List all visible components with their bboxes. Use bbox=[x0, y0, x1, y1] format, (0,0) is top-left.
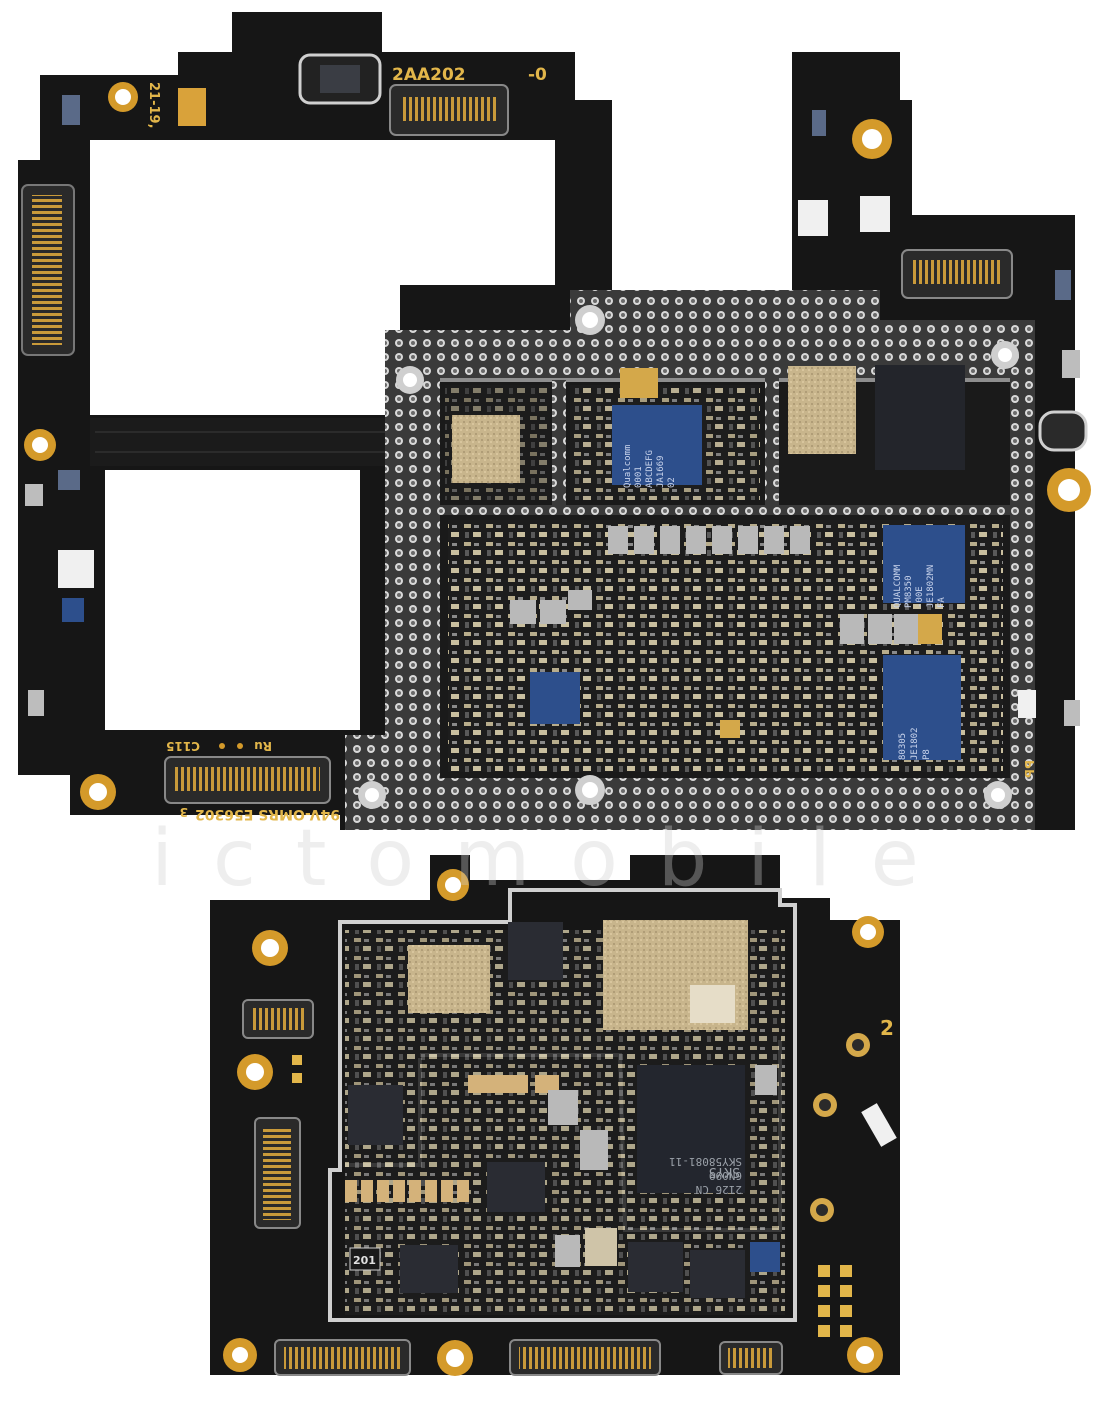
rf-label-3: 6N099 bbox=[709, 1169, 742, 1182]
upper-white-block-2 bbox=[860, 196, 890, 232]
watermark: ictomobile bbox=[151, 814, 958, 904]
svg-text:80305 JE1802 P8: 80305 JE1802 P8 bbox=[898, 722, 932, 760]
upper-date-code: 21-19, bbox=[146, 82, 161, 129]
pmic2-label-1: 80305 bbox=[898, 733, 908, 760]
pmic1-label-3: -00E bbox=[915, 586, 925, 608]
lower-gold-module-1 bbox=[408, 945, 490, 1013]
lower-gold-mount-holes bbox=[223, 869, 884, 1376]
upper-part-number: 2AA202 bbox=[392, 65, 466, 85]
upper-shield-frame bbox=[345, 290, 1035, 830]
upper-gold-module-1 bbox=[452, 415, 520, 483]
lower-shield-outer bbox=[328, 888, 797, 1322]
upper-gold-module-2 bbox=[788, 366, 856, 454]
soc-label-1: Qualcomm bbox=[623, 445, 633, 488]
pmic1-label-5: FA bbox=[937, 597, 947, 608]
pmic1-label-4: JE1802MN bbox=[926, 565, 936, 608]
upper-silk-rev: Ru bbox=[254, 739, 272, 753]
upper-gold-cap bbox=[178, 88, 206, 126]
lower-rf-chip bbox=[637, 1065, 745, 1193]
rf-label-4: 2126 CN bbox=[696, 1183, 742, 1196]
upper-gold-mount-holes bbox=[24, 82, 1091, 810]
upper-revision: -0 bbox=[528, 65, 547, 85]
svg-text:SKY5: SKY5 bbox=[709, 1164, 740, 1179]
lower-dark-chip-1 bbox=[508, 922, 563, 980]
svg-text:QUALCOMM PM8350 -0: QUALCOMM PM8350 -00E JE1802MN FA bbox=[893, 559, 947, 608]
upper-soc-chip bbox=[612, 405, 702, 485]
upper-side-mark: ЬЬ bbox=[1022, 760, 1036, 778]
rf-label-1: SKY5 bbox=[709, 1164, 740, 1179]
svg-text:Qualcomm 0001 ABCD: Qualcomm 0001 ABCDEFG JA1669 02 bbox=[623, 439, 677, 488]
pmic2-label-2: JE1802 bbox=[910, 727, 920, 760]
svg-text:SKY58081-11 6N099: SKY58081-11 6N099 2126 CN bbox=[663, 1155, 742, 1196]
upper-ul-suffix: 3 bbox=[180, 805, 188, 819]
upper-white-block-1 bbox=[798, 200, 828, 236]
lower-dark-chip-5 bbox=[628, 1242, 683, 1292]
upper-board: Qualcomm 0001 ABCDEFG JA1669 02 QUALCOMM… bbox=[18, 12, 1091, 830]
lower-dark-chip-3 bbox=[487, 1162, 545, 1212]
lower-coax-connectors bbox=[810, 1033, 870, 1222]
rf-label-2: SKY58081-11 bbox=[669, 1155, 742, 1168]
pmic2-label-3: P8 bbox=[922, 749, 932, 760]
upper-bga-chip bbox=[875, 365, 965, 470]
upper-silver-mount-holes bbox=[358, 305, 1019, 809]
upper-oval-part bbox=[1038, 410, 1088, 452]
soc-label-4: JA1669 bbox=[656, 455, 666, 488]
soc-label-5: 02 bbox=[667, 477, 677, 488]
soc-label-3: ABCDEFG bbox=[645, 450, 655, 488]
pmic1-label-1: QUALCOMM bbox=[893, 564, 903, 608]
upper-silk-c115: C115 bbox=[166, 739, 200, 753]
upper-ul-marking: 94V-OMRS E56302 bbox=[195, 806, 340, 822]
upper-small-blue-chip bbox=[530, 672, 580, 724]
upper-pmic-chip-1 bbox=[883, 525, 965, 603]
upper-pmic-chip-2 bbox=[883, 655, 961, 760]
upper-white-block-3 bbox=[58, 550, 94, 588]
lower-board: SKY5 SKY58081-11 6N099 2126 CN bbox=[210, 855, 900, 1376]
pmic1-label-2: PM8350 bbox=[904, 575, 914, 608]
lower-blue-chip-small bbox=[750, 1242, 780, 1272]
upper-blue-chip-left bbox=[62, 598, 84, 622]
lower-silk-201: 201 bbox=[353, 1254, 376, 1267]
lower-dark-chip-6 bbox=[690, 1250, 745, 1298]
lower-silk-2: 2 bbox=[880, 1016, 894, 1040]
lower-dark-chip-2 bbox=[348, 1085, 403, 1145]
soc-label-2: 0001 bbox=[634, 466, 644, 488]
lower-dark-chip-4 bbox=[400, 1245, 458, 1293]
